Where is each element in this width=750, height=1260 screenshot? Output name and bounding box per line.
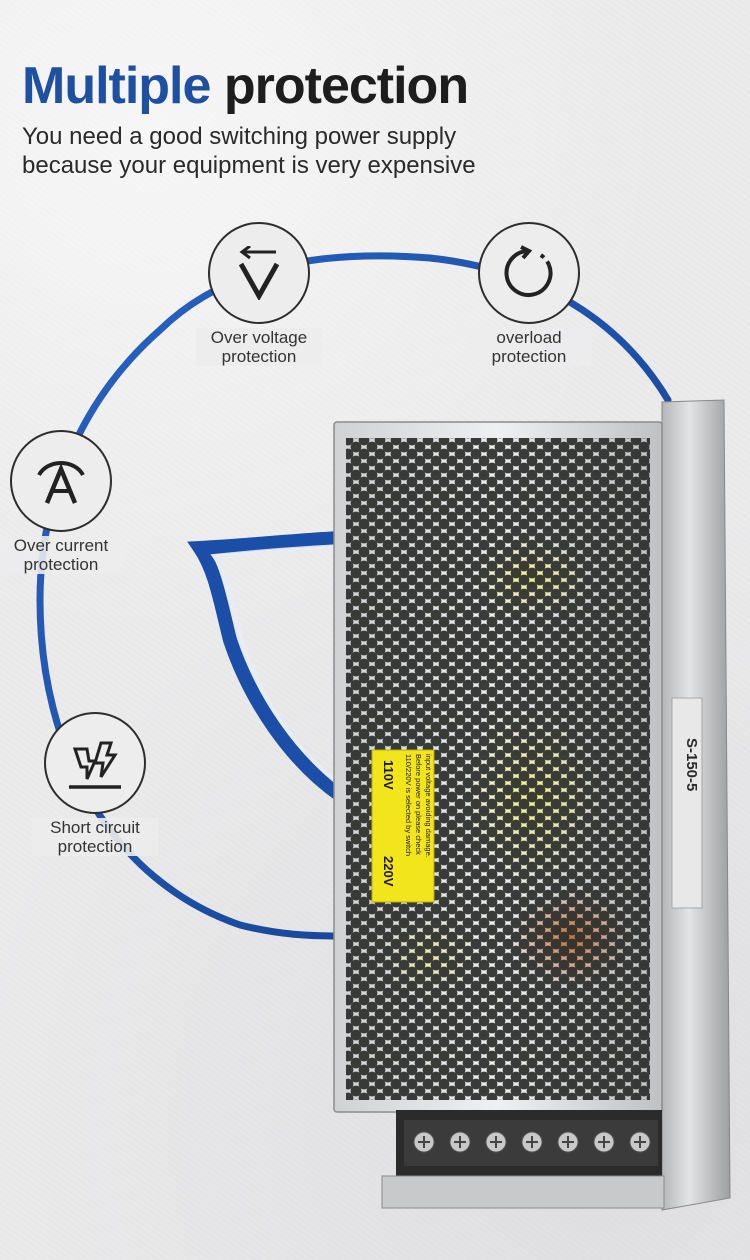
subtitle-line-1: You need a good switching power supply <box>22 123 457 150</box>
power-supply-image: S-150-5 110V 220V 110/220V is selected b… <box>333 399 731 1211</box>
feature-label-line1: Over current <box>13 536 109 555</box>
terminal-block <box>396 1110 662 1176</box>
page-subtitle: You need a good switching power supply b… <box>22 122 476 180</box>
feature-label-line2: protection <box>23 555 99 574</box>
feature-over-voltage: Over voltage protection <box>196 222 322 366</box>
label-110v: 110V <box>381 760 396 790</box>
title-word-protection: protection <box>223 57 469 115</box>
feature-circle <box>44 712 146 814</box>
feature-short-circuit: Short circuit protection <box>32 712 158 856</box>
feature-label: overload protection <box>466 328 592 366</box>
over-current-icon <box>37 460 85 504</box>
feature-overload: overload protection <box>466 222 592 366</box>
page-title: Multiple protection <box>22 54 469 118</box>
feature-circle <box>208 222 310 324</box>
feature-label: Short circuit protection <box>32 818 158 856</box>
over-voltage-icon <box>238 246 280 300</box>
feature-label-line2: protection <box>221 347 297 366</box>
voltage-warning-sticker: 110V 220V 110/220V is selected by switch… <box>371 749 435 903</box>
warning-line-1: 110/220V is selected by switch <box>404 754 413 856</box>
warning-line-3: input voltage avoiding damage. <box>424 754 433 858</box>
feature-label: Over voltage protection <box>196 328 322 366</box>
feature-label-line1: Short circuit <box>50 818 140 837</box>
psu-model-text: S-150-5 <box>683 738 700 791</box>
inner-swoosh <box>187 531 347 802</box>
feature-circle <box>10 430 112 532</box>
title-word-multiple: Multiple <box>22 57 211 115</box>
inner-swoosh-highlight <box>210 544 342 787</box>
overload-icon <box>504 245 553 297</box>
feature-label-line1: Over voltage <box>210 328 308 347</box>
feature-label-line2: protection <box>57 837 133 856</box>
short-circuit-icon <box>69 741 121 789</box>
warning-line-2: Before power on please check <box>414 754 423 855</box>
feature-label-line2: protection <box>491 347 567 366</box>
feature-label: Over current protection <box>0 536 124 574</box>
feature-label-line1: overload <box>496 328 562 347</box>
feature-over-current: Over current protection <box>0 430 124 574</box>
psu-side-label <box>671 697 703 909</box>
subtitle-line-2: because your equipment is very expensive <box>22 152 476 179</box>
label-220v: 220V <box>381 856 396 887</box>
feature-circle <box>478 222 580 324</box>
